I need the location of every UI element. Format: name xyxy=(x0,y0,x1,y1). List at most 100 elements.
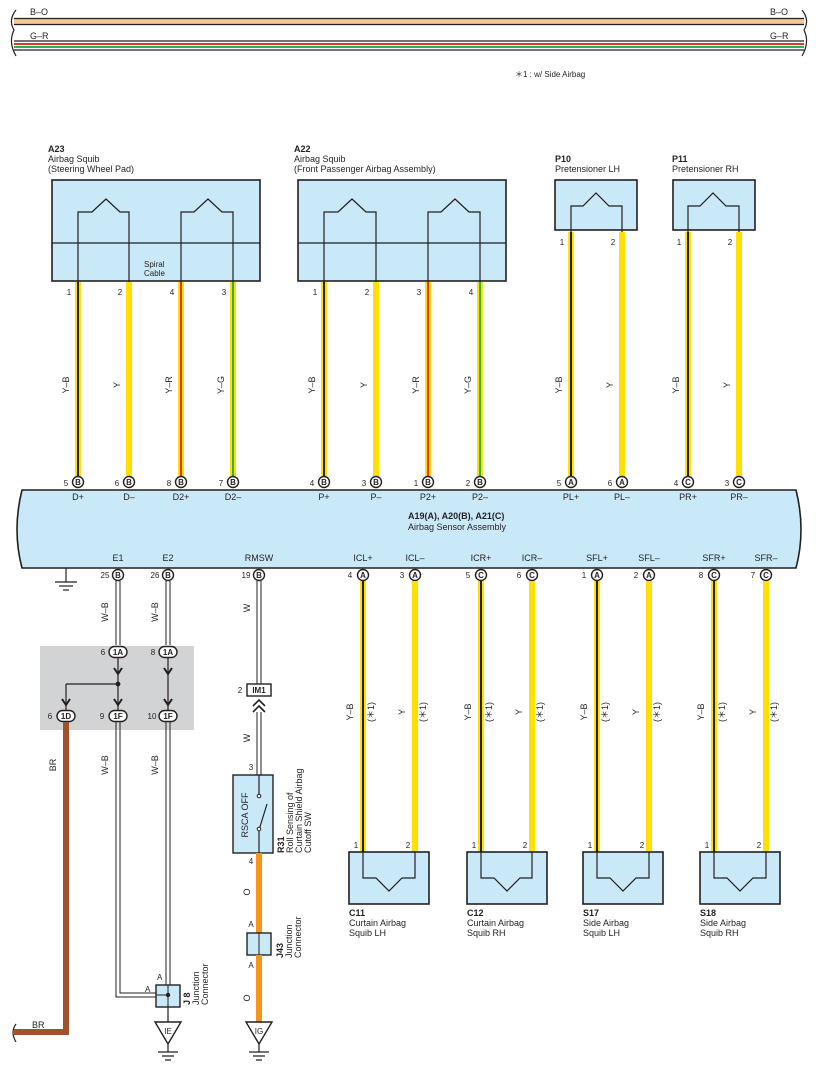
ecu-terminal xyxy=(642,568,656,582)
wire-Y xyxy=(126,282,132,476)
a23-name: Airbag Squib xyxy=(48,154,100,164)
terminal-letter: A xyxy=(568,478,574,487)
wire-stripe xyxy=(232,282,234,476)
side-airbag-note-ref: (＊1) xyxy=(652,702,662,722)
wire-color-label: Y–B xyxy=(579,703,589,720)
ecu-terminal xyxy=(174,475,188,489)
ecu-pin-number: 4 xyxy=(674,479,679,488)
wire-gr-right: G–R xyxy=(770,31,789,41)
ecu-terminal xyxy=(252,568,266,582)
squib-code: C11 xyxy=(349,908,365,918)
junction-terminal-label: 1F xyxy=(163,712,172,721)
ecu-terminal xyxy=(564,475,578,489)
j43-label: Junction xyxy=(284,924,294,958)
wire-color-label: W–B xyxy=(150,602,160,622)
harness-top: B–O B–O G–R G–R ＊1 : w/ Side Airbag xyxy=(10,7,808,79)
ecu-terminal xyxy=(473,475,487,489)
wire-color-label: W xyxy=(242,603,252,612)
squib-name: Squib RH xyxy=(700,928,739,938)
squib-pin-number: 1 xyxy=(354,841,359,850)
ecu-pin-number: 4 xyxy=(310,479,315,488)
squib-symbol-icon xyxy=(713,852,767,892)
ground-ie-icon xyxy=(153,1021,183,1046)
junction-terminal-label: 1D xyxy=(61,712,71,721)
terminal-letter: C xyxy=(711,571,717,580)
ecu-terminal xyxy=(226,475,240,489)
wire-color-label: Y–B xyxy=(671,376,681,393)
wire-stripe xyxy=(427,282,429,476)
component-pin-number: 4 xyxy=(469,288,474,297)
connector-arrow-icon xyxy=(61,698,71,707)
connector-arrow-icon xyxy=(113,667,123,676)
j43-pin: A xyxy=(248,920,254,929)
p11-code: P11 xyxy=(672,154,688,164)
junction-pin-number: 10 xyxy=(148,712,157,721)
squib-name: Squib RH xyxy=(467,928,506,938)
ecu-terminal-label: D2+ xyxy=(173,492,190,502)
ecu-terminal-label: D+ xyxy=(72,492,84,502)
wire-color-label: Y xyxy=(748,709,758,715)
r31-pin: 3 xyxy=(249,763,254,772)
wire-Y xyxy=(646,581,652,852)
squib-name: Side Airbag xyxy=(700,918,746,928)
ground-ig-label: IG xyxy=(255,1027,263,1036)
side-airbag-note-ref: (＊1) xyxy=(535,702,545,722)
wire-bo-right: B–O xyxy=(770,7,788,17)
a22-name: Airbag Squib xyxy=(294,154,346,164)
ecu-name: Airbag Sensor Assembly xyxy=(408,522,507,532)
squib-code: S17 xyxy=(583,908,599,918)
ecu-pin-number: 6 xyxy=(115,479,120,488)
ecu-pin-number: 5 xyxy=(466,571,471,580)
j8-pin: A xyxy=(145,985,151,994)
wire-color-label: Y xyxy=(359,382,369,388)
terminal-letter: C xyxy=(736,478,742,487)
ecu-pin-number: 2 xyxy=(466,479,471,488)
wire-break-icon xyxy=(12,1023,17,1043)
ecu-terminal xyxy=(369,475,383,489)
connector-arrow-icon xyxy=(113,698,123,707)
j43-pin: A xyxy=(248,961,254,970)
a23-spiral: Spiral xyxy=(144,260,165,269)
terminal-letter: B xyxy=(75,478,81,487)
ecu-terminal-label: ICL+ xyxy=(353,553,372,563)
ecu-terminal xyxy=(421,475,435,489)
ecu-bottom-terminals: E1B25E2B26RMSWB19ICL+A4ICL–A3ICR+C5ICR–C… xyxy=(101,553,778,582)
wire-color-label: BR xyxy=(48,758,58,771)
ecu-ground-icon xyxy=(55,568,77,591)
wire-bo-left: B–O xyxy=(30,7,48,17)
terminal-letter: C xyxy=(478,571,484,580)
connector-arrow-icon xyxy=(252,698,266,713)
ecu-terminal xyxy=(122,475,136,489)
side-airbag-note-ref: (＊1) xyxy=(717,702,727,722)
ecu-terminal xyxy=(590,568,604,582)
ecu-top-terminals: B5D+B6D–B8D2+B7D2–B4P+B3P–B1P2+B2P2–A5PL… xyxy=(64,475,748,502)
wire-color-label: W–B xyxy=(100,602,110,622)
wire-stripe xyxy=(323,282,325,476)
ecu-terminal-label: P– xyxy=(370,492,381,502)
ecu-pin-number: 6 xyxy=(608,479,613,488)
component-pin-number: 2 xyxy=(611,238,616,247)
squib-symbol-icon xyxy=(480,852,533,892)
lower-wires: Y–B(＊1)1Y(＊1)2Y–B(＊1)1Y(＊1)2Y–B(＊1)1Y(＊1… xyxy=(345,581,779,852)
junction-pin-number: 8 xyxy=(151,648,156,657)
ecu-terminal-label: SFL– xyxy=(638,553,660,563)
junction-terminal-label: 1F xyxy=(113,712,122,721)
component-p10: P10 Pretensioner LH xyxy=(554,154,638,232)
ecu-pin-number: 2 xyxy=(634,571,639,580)
p11-name: Pretensioner RH xyxy=(672,164,739,174)
switch-contact-icon xyxy=(256,826,262,832)
ecu-terminal xyxy=(71,475,85,489)
squib-code: C12 xyxy=(467,908,484,918)
ecu-terminal-label: PL– xyxy=(614,492,630,502)
squib-name: Curtain Airbag xyxy=(467,918,524,928)
r31-pin: 4 xyxy=(249,857,254,866)
junction-terminal xyxy=(158,709,178,723)
wire-color-label: Y–B xyxy=(307,376,317,393)
side-airbag-note-ref: (＊1) xyxy=(600,702,610,722)
ecu-pin-number: 6 xyxy=(517,571,522,580)
ecu-pin-number: 7 xyxy=(219,479,224,488)
wire-o xyxy=(256,955,262,1022)
